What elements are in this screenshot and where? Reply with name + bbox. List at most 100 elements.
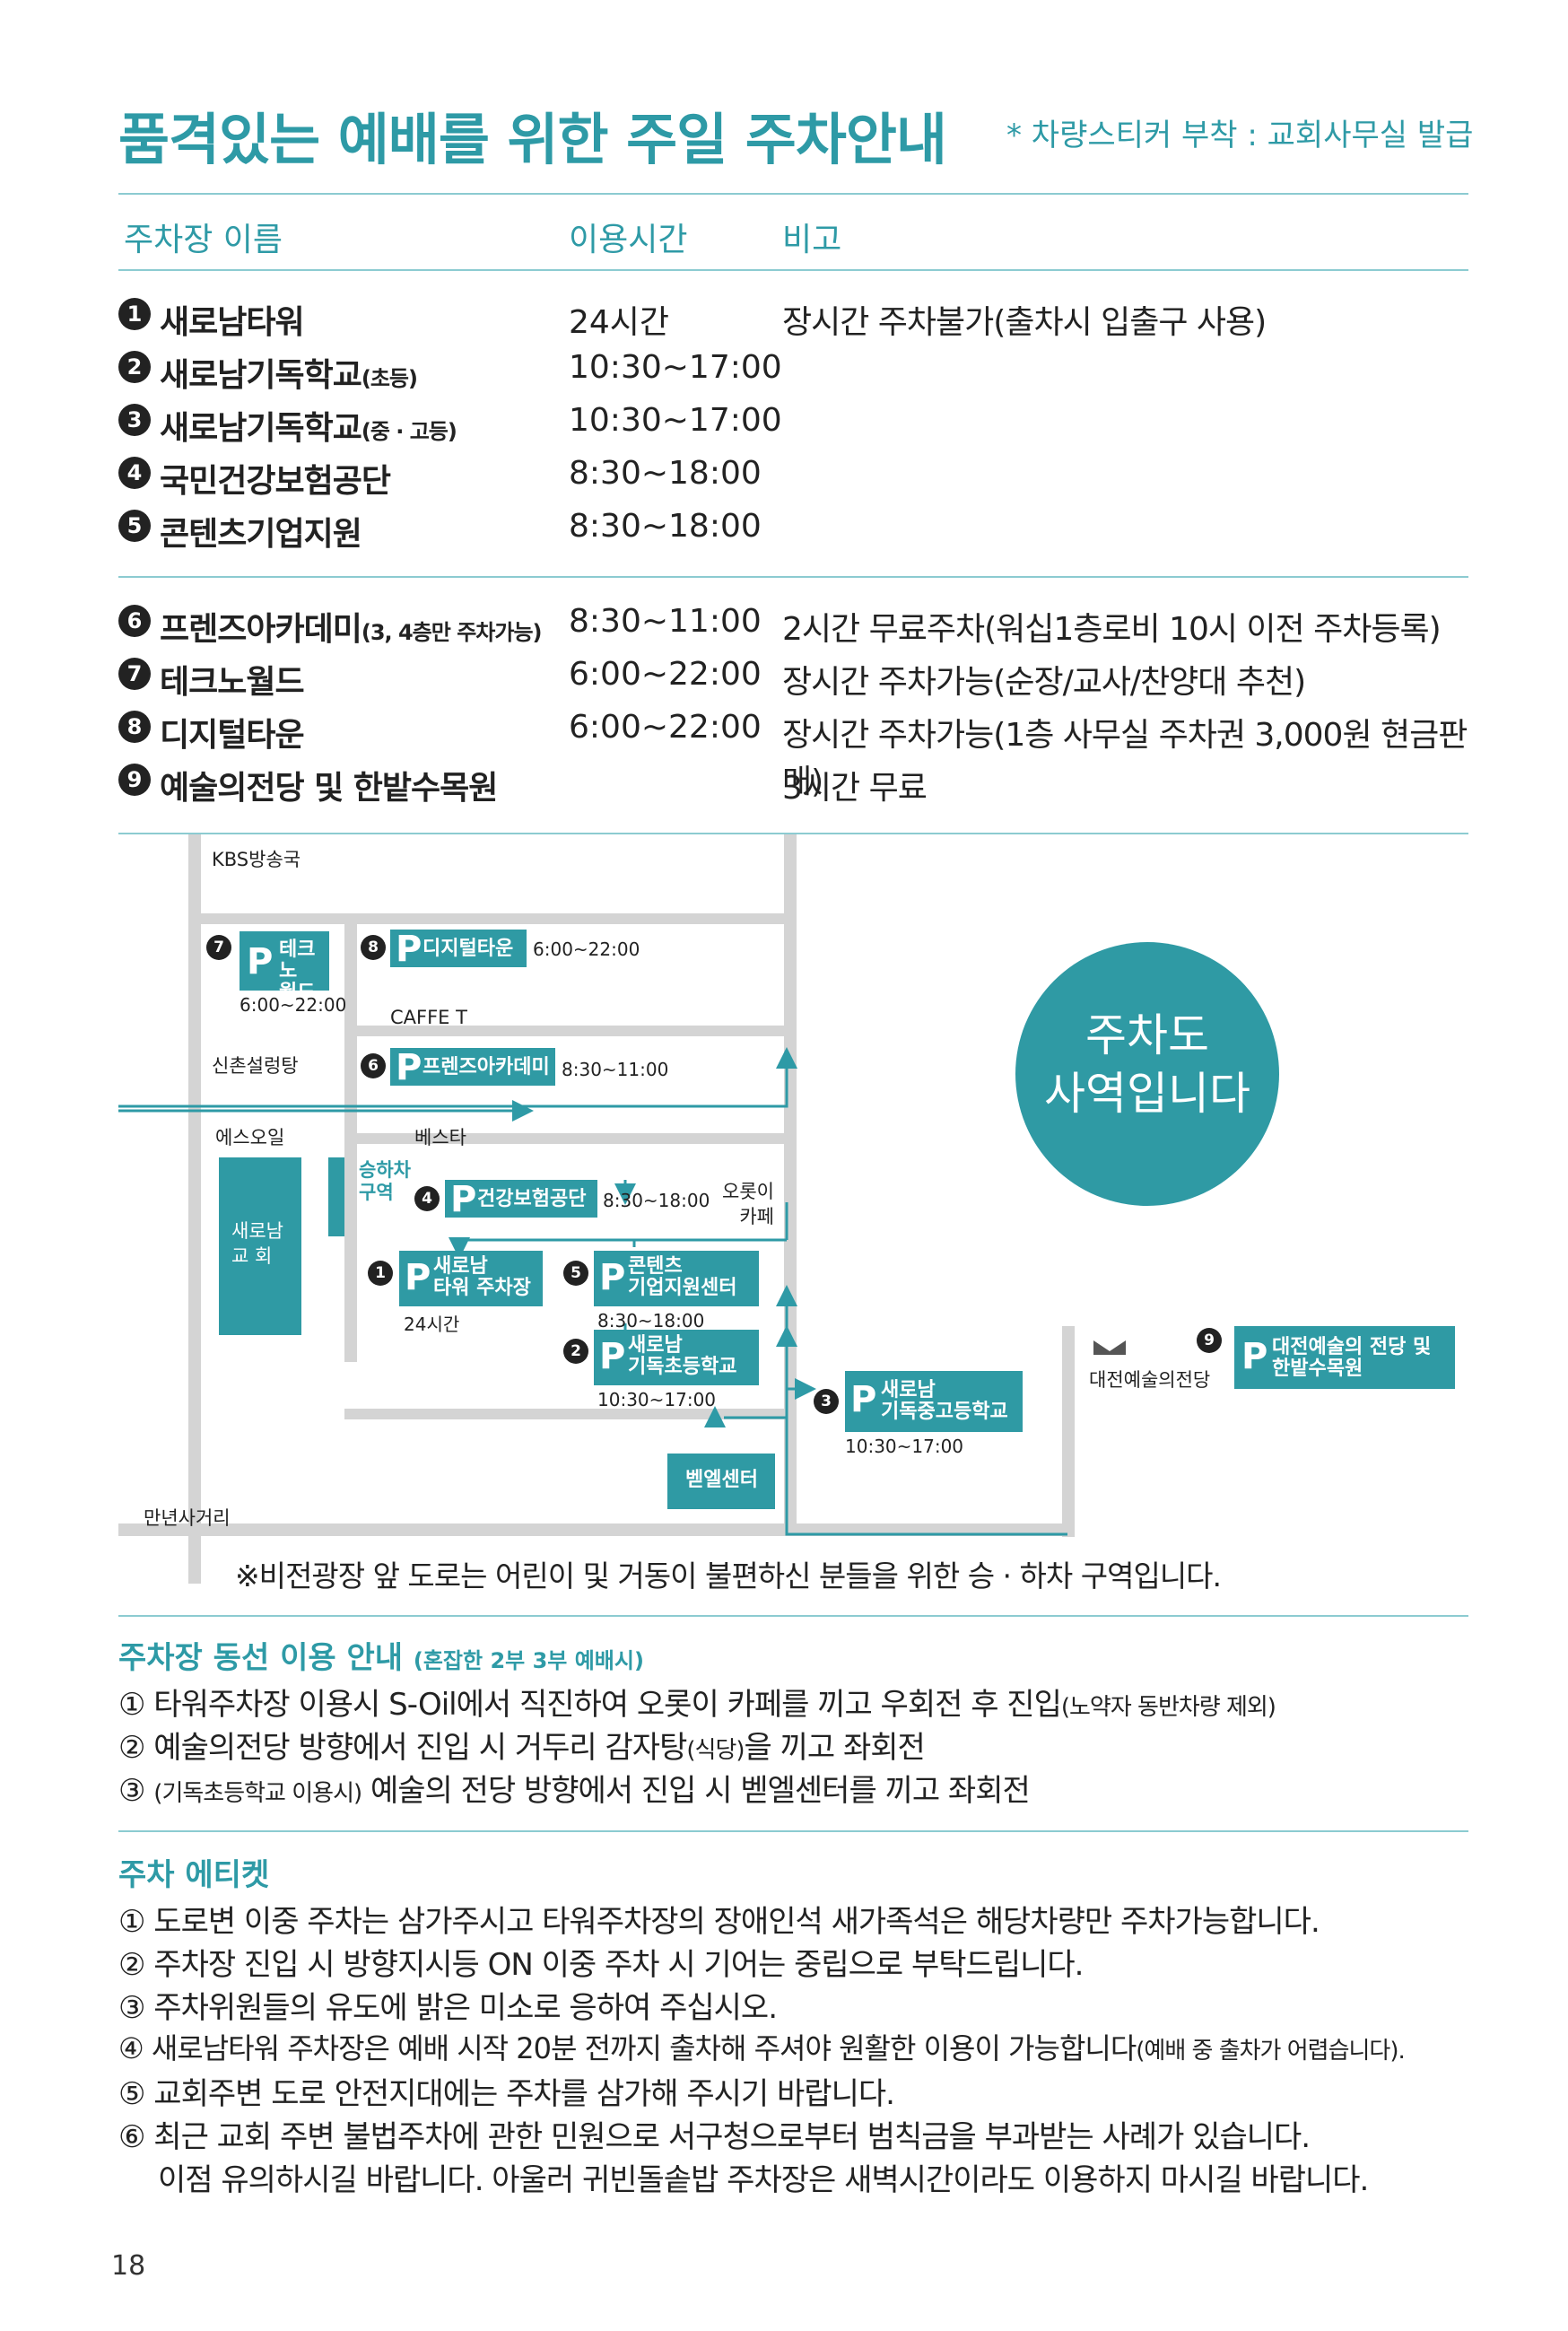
ministry-text: 주차도 사역입니다 — [1044, 1009, 1250, 1120]
flow-item-text: ③ — [118, 1773, 154, 1809]
etiquette-item-6: ⑥ 최근 교회 주변 불법주차에 관한 민원으로 서구청으로부터 범칙금을 부과… — [118, 2119, 1311, 2155]
lot-time: 8:30~11:00 — [562, 1059, 669, 1080]
lot-name-text: 새로남기독학교 — [160, 357, 362, 394]
label-kbs: KBS방송국 — [212, 849, 301, 870]
map-num-2: 2 — [563, 1339, 588, 1364]
page-title: 품격있는 예배를 위한 주일 주차안내 — [118, 107, 947, 172]
label-lotte-cafe: 오롯이 카페 — [722, 1181, 774, 1228]
column-header-name: 주차장 이름 — [124, 222, 283, 258]
lot-name: 테크노 월드 — [279, 939, 316, 1005]
row-number: 7 — [118, 658, 151, 690]
lot-name: 콘텐츠 기업지원센터 — [628, 1255, 737, 1300]
etiquette-item-6-cont: 이점 유의하시길 바랍니다. 아울러 귀빈돌솥밥 주차장은 새벽시간이라도 이용… — [158, 2162, 1369, 2198]
label-esoil: 에스오일 — [215, 1127, 285, 1148]
road-horizontal-1 — [188, 913, 797, 924]
column-header-note: 비고 — [782, 222, 842, 258]
map-num-7: 7 — [206, 935, 231, 960]
lot-note: 장시간 주차가능(순장/교사/찬양대 추천) — [782, 664, 1306, 701]
flow-title: 주차장 동선 이용 안내 (혼잡한 2부 3부 예배시) — [118, 1633, 644, 1677]
lot-time: 10:30~17:00 — [845, 1436, 964, 1457]
lot-name-text: 국민건강보험공단 — [160, 463, 391, 500]
lot-name: 대전예술의 전당 및 한밭수목원 — [1272, 1336, 1432, 1381]
lot-hours: 6:00~22:00 — [569, 709, 762, 746]
label-besta: 베스타 — [414, 1127, 466, 1148]
lot-hours: 8:30~18:00 — [569, 455, 762, 492]
p-mark: P — [850, 1379, 877, 1420]
map-lot-friends-academy: P 프렌즈아카데미 — [390, 1048, 555, 1086]
divider — [118, 193, 1468, 195]
lot-name: 테크노월드 — [160, 656, 305, 703]
lot-name-small: (3, 4층만 주차가능) — [361, 620, 543, 645]
p-mark: P — [599, 1336, 626, 1377]
label-arts-hall: 대전예술의전당 — [1089, 1369, 1211, 1391]
lot-hours: 24시간 — [569, 304, 670, 341]
column-header-time: 이용시간 — [569, 222, 688, 258]
divider — [118, 1615, 1468, 1617]
map-lot-content-center: P 콘텐츠 기업지원센터 — [594, 1251, 759, 1306]
lot-name-text: 예술의전당 및 한밭수목원 — [160, 770, 498, 807]
p-mark: P — [405, 1257, 431, 1298]
row-number: 1 — [118, 298, 151, 330]
divider — [118, 576, 1468, 578]
divider — [118, 1830, 1468, 1832]
church-label: 새로남 교 회 — [231, 1220, 283, 1268]
table-row: 7 테크노월드 6:00~22:00 장시간 주차가능(순장/교사/찬양대 추천) — [118, 656, 1468, 704]
flow-title-small: (혼잡한 2부 3부 예배시) — [413, 1648, 644, 1673]
lot-name-text: 콘텐츠기업지원 — [160, 516, 362, 553]
lot-time: 8:30~18:00 — [597, 1310, 705, 1331]
flow-item-text: ② 예술의전당 방향에서 진입 시 거두리 감자탕 — [118, 1730, 687, 1766]
lot-hours: 6:00~22:00 — [569, 656, 762, 693]
map-num-6: 6 — [361, 1053, 386, 1078]
lot-hours: 8:30~11:00 — [569, 603, 762, 640]
lot-name: 새로남 타워 주차장 — [433, 1255, 531, 1300]
road-vertical-far — [1062, 1326, 1075, 1537]
lot-hours: 8:30~18:00 — [569, 508, 762, 545]
label-shinchon: 신촌설렁탕 — [212, 1055, 299, 1077]
etiquette-item-2: ② 주차장 진입 시 방향지시등 ON 이중 주차 시 기어는 중립으로 부탁드… — [118, 1947, 1084, 1983]
map-num-3: 3 — [814, 1389, 839, 1414]
map-lot-digitaltown: P 디지털타운 — [390, 930, 527, 967]
flow-item-tail: 을 끼고 좌회전 — [744, 1730, 926, 1766]
etiquette-title: 주차 에티켓 — [118, 1857, 270, 1893]
etiquette-item-4-small: (예배 중 출차가 어렵습니다). — [1136, 2038, 1405, 2065]
lot-name-small: (초등) — [361, 366, 418, 391]
label-manyeon: 만년사거리 — [144, 1507, 231, 1529]
flow-item-small: (노약자 동반차량 제외) — [1060, 1694, 1276, 1721]
flow-item-small: (식당) — [686, 1737, 745, 1764]
lot-name: 새로남타워 — [160, 296, 305, 343]
flow-item-3: ③ (기독초등학교 이용시) 예술의 전당 방향에서 진입 시 벧엘센터를 끼고… — [118, 1766, 1031, 1810]
flow-title-text: 주차장 동선 이용 안내 — [118, 1640, 404, 1676]
map-lot-middle-high: P 새로남 기독중고등학교 — [845, 1371, 1023, 1432]
church-block: 새로남 교 회 — [219, 1157, 301, 1335]
lot-time: 10:30~17:00 — [597, 1389, 717, 1410]
lot-name-text: 프렌즈아카데미 — [160, 611, 362, 648]
etiquette-item-4-text: ④ 새로남타워 주차장은 예배 시작 20분 전까지 출차해 주셔야 원활한 이… — [118, 2031, 1137, 2065]
lot-name: 새로남기독학교(초등) — [160, 349, 418, 396]
lot-hours: 10:30~17:00 — [569, 402, 782, 439]
lot-name: 새로남기독학교(중 · 고등) — [160, 402, 457, 449]
table-row: 3 새로남기독학교(중 · 고등) 10:30~17:00 — [118, 402, 1468, 450]
lot-name: 국민건강보험공단 — [160, 455, 391, 502]
lot-name-text: 새로남타워 — [160, 304, 305, 341]
divider — [118, 833, 1468, 834]
etiquette-item-1: ① 도로변 이중 주차는 삼가주시고 타워주차장의 장애인석 새가족석은 해당차… — [118, 1904, 1320, 1940]
flow-item-text: ① 타워주차장 이용시 S-Oil에서 직진하여 오롯이 카페를 끼고 우회전 … — [118, 1687, 1062, 1723]
lot-name: 콘텐츠기업지원 — [160, 508, 362, 554]
etiquette-item-3: ③ 주차위원들의 유도에 밝은 미소로 응하여 주십시오. — [118, 1990, 778, 2026]
map-lot-arts-center: P 대전예술의 전당 및 한밭수목원 — [1234, 1326, 1455, 1389]
divider — [118, 269, 1468, 271]
row-number: 3 — [118, 404, 151, 436]
lot-name: 디지털타운 — [422, 938, 514, 960]
lot-name-text: 디지털타운 — [160, 717, 305, 754]
road-vertical-left — [188, 834, 201, 1584]
lot-time: 6:00~22:00 — [533, 939, 640, 960]
map-num-8: 8 — [361, 935, 386, 960]
row-number: 8 — [118, 711, 151, 743]
map-num-4: 4 — [414, 1186, 440, 1211]
lot-note: 3시간 무료 — [782, 770, 928, 807]
